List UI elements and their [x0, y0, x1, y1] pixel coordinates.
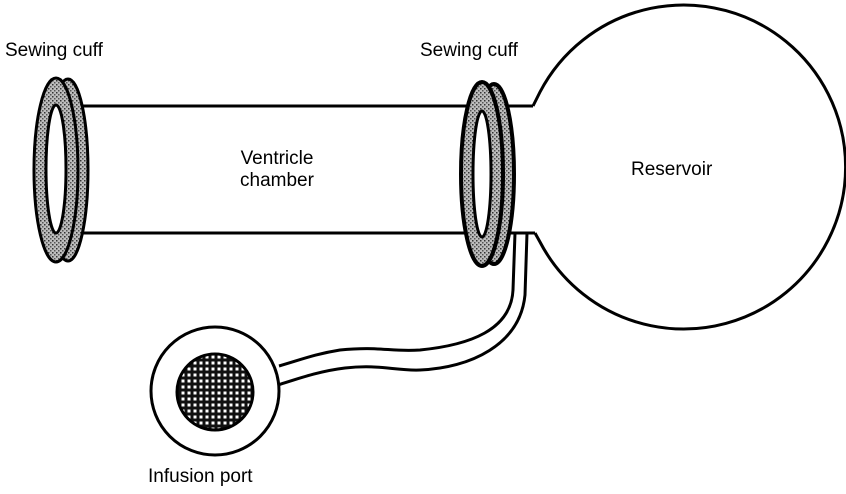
right-sewing-cuff: [459, 80, 516, 268]
left-cuff-hole: [44, 103, 68, 235]
right-cuff-hole: [471, 109, 493, 239]
infusion-port-label: Infusion port: [148, 466, 253, 487]
port-mesh-septum: [175, 352, 255, 432]
ventricle-chamber-label-line1: Ventricle: [240, 148, 314, 169]
tube-upper-wall: [278, 232, 517, 368]
ventricle-chamber-label: Ventricle chamber: [222, 148, 332, 192]
reservoir-label: Reservoir: [631, 159, 713, 180]
ventricle-chamber: [80, 104, 535, 235]
left-sewing-cuff-label: Sewing cuff: [5, 40, 103, 61]
tube-lower-wall: [277, 232, 529, 387]
infusion-port: [149, 325, 281, 457]
left-sewing-cuff: [32, 76, 90, 264]
ventricle-chamber-label-line2: chamber: [240, 170, 314, 191]
infusion-tube: [277, 232, 529, 387]
right-sewing-cuff-label: Sewing cuff: [420, 40, 518, 61]
